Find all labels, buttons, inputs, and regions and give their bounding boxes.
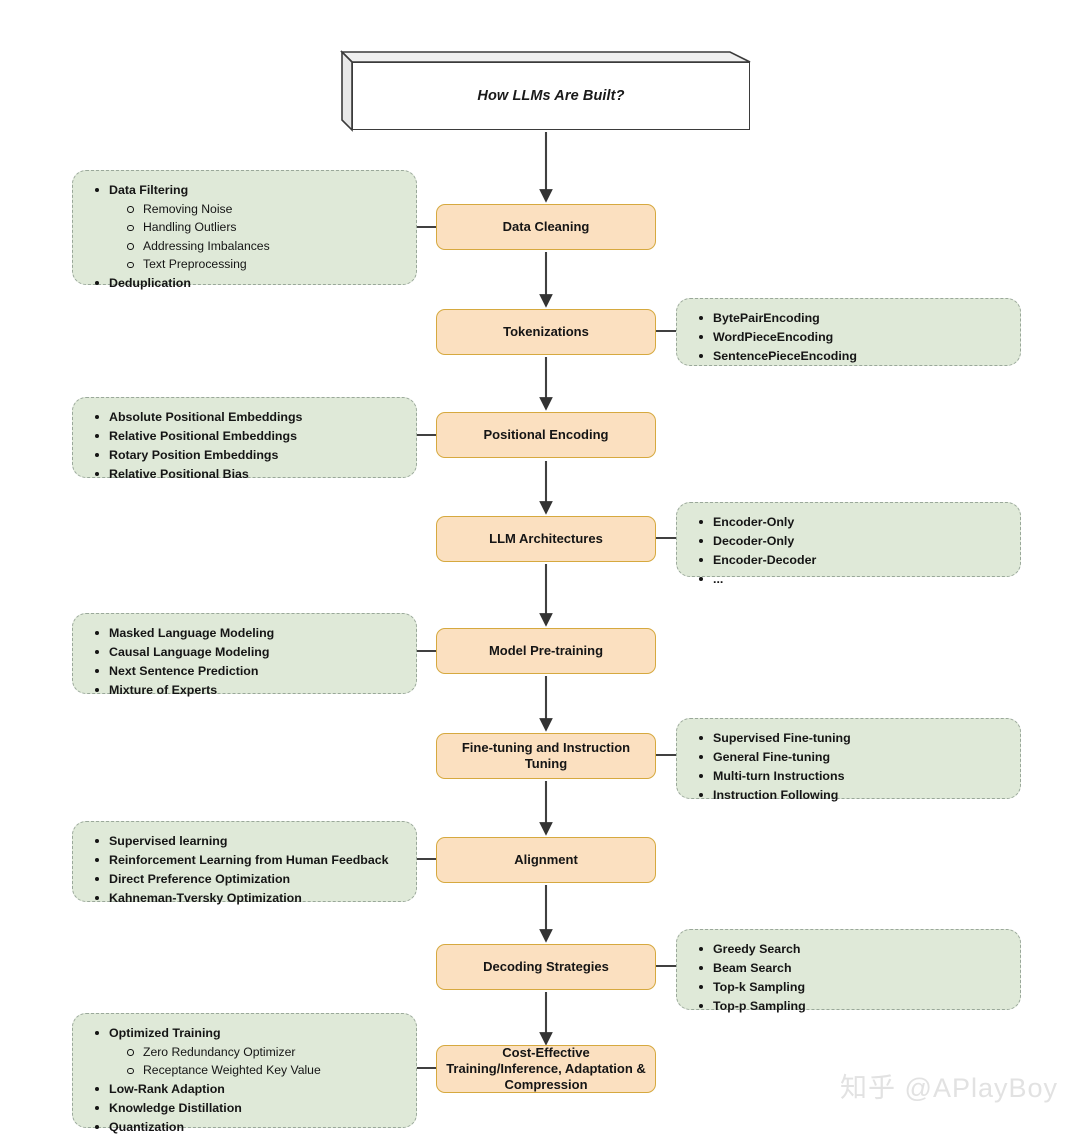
node-model-pre-training[interactable]: Model Pre-training: [436, 628, 656, 674]
title-box-face: How LLMs Are Built?: [352, 62, 750, 130]
note-item: Low-Rank Adaption: [87, 1080, 404, 1099]
note-list: Masked Language Modeling Causal Language…: [87, 624, 404, 699]
note-item: Handling Outliers: [87, 218, 404, 237]
note-item: Instruction Following: [691, 786, 1008, 805]
note-item: Decoder-Only: [691, 532, 1008, 551]
note-decoding-strategies: Greedy Search Beam Search Top-k Sampling…: [676, 929, 1021, 1013]
node-positional-encoding[interactable]: Positional Encoding: [436, 412, 656, 458]
note-item: Causal Language Modeling: [87, 643, 404, 662]
note-item: Mixture of Experts: [87, 681, 404, 700]
note-item: Absolute Positional Embeddings: [87, 408, 404, 427]
note-item: Deduplication: [87, 274, 404, 293]
note-item: Reinforcement Learning from Human Feedba…: [87, 851, 404, 870]
note-item: Rotary Position Embeddings: [87, 446, 404, 465]
note-item: General Fine-tuning: [691, 748, 1008, 767]
note-item: Masked Language Modeling: [87, 624, 404, 643]
node-label: Data Cleaning: [502, 218, 590, 234]
note-item: Supervised Fine-tuning: [691, 729, 1008, 748]
note-item: Multi-turn Instructions: [691, 767, 1008, 786]
node-cost-effective-training[interactable]: Cost-Effective Training/Inference, Adapt…: [436, 1045, 656, 1093]
node-tokenizations[interactable]: Tokenizations: [436, 309, 656, 355]
node-label: Fine-tuning and Instruction Tuning: [461, 739, 631, 771]
note-list: Absolute Positional Embeddings Relative …: [87, 408, 404, 483]
note-llm-architectures: Encoder-Only Decoder-Only Encoder-Decode…: [676, 502, 1021, 586]
note-item: Zero Redundancy Optimizer: [87, 1043, 404, 1062]
node-llm-architectures[interactable]: LLM Architectures: [436, 516, 656, 562]
node-label: Alignment: [514, 851, 578, 867]
note-item: ...: [691, 570, 1008, 589]
note-item: Addressing Imbalances: [87, 237, 404, 256]
note-tokenizations: BytePairEncoding WordPieceEncoding Sente…: [676, 298, 1021, 366]
node-fine-tuning-and-instruction-tuning[interactable]: Fine-tuning and Instruction Tuning: [436, 733, 656, 779]
note-item: Text Preprocessing: [87, 255, 404, 274]
note-item: Encoder-Only: [691, 513, 1008, 532]
note-fine-tuning: Supervised Fine-tuning General Fine-tuni…: [676, 718, 1021, 802]
note-list: Encoder-Only Decoder-Only Encoder-Decode…: [691, 513, 1008, 588]
node-label: Cost-Effective Training/Inference, Adapt…: [446, 1044, 646, 1093]
note-cost-effective: Optimized Training Zero Redundancy Optim…: [72, 1013, 417, 1134]
node-decoding-strategies[interactable]: Decoding Strategies: [436, 944, 656, 990]
node-label: Tokenizations: [503, 323, 589, 339]
diagram-title-box: How LLMs Are Built?: [340, 50, 751, 132]
node-label: Model Pre-training: [488, 642, 604, 658]
note-item: Encoder-Decoder: [691, 551, 1008, 570]
note-list: Supervised learning Reinforcement Learni…: [87, 832, 404, 907]
note-data-cleaning: Data Filtering Removing Noise Handling O…: [72, 170, 417, 290]
note-item: Beam Search: [691, 959, 1008, 978]
note-item: Receptance Weighted Key Value: [87, 1061, 404, 1080]
note-item: Direct Preference Optimization: [87, 870, 404, 889]
note-list: Greedy Search Beam Search Top-k Sampling…: [691, 940, 1008, 1015]
note-item: Supervised learning: [87, 832, 404, 851]
watermark: 知乎 @APlayBoy: [840, 1073, 1058, 1103]
title-box-3d-shape: [340, 50, 751, 132]
note-item: Optimized Training: [87, 1024, 404, 1043]
note-alignment: Supervised learning Reinforcement Learni…: [72, 821, 417, 905]
note-item: Relative Positional Embeddings: [87, 427, 404, 446]
node-data-cleaning[interactable]: Data Cleaning: [436, 204, 656, 250]
note-item: Relative Positional Bias: [87, 465, 404, 484]
node-label: Decoding Strategies: [483, 958, 609, 974]
node-label: LLM Architectures: [489, 530, 603, 546]
node-label: Positional Encoding: [483, 426, 609, 442]
note-item: Greedy Search: [691, 940, 1008, 959]
note-item: WordPieceEncoding: [691, 328, 1008, 347]
note-positional-encoding: Absolute Positional Embeddings Relative …: [72, 397, 417, 481]
note-item: Quantization: [87, 1118, 404, 1137]
note-list: Data Filtering Removing Noise Handling O…: [87, 181, 404, 293]
note-list: Supervised Fine-tuning General Fine-tuni…: [691, 729, 1008, 804]
note-item: Knowledge Distillation: [87, 1099, 404, 1118]
note-item: BytePairEncoding: [691, 309, 1008, 328]
note-list: BytePairEncoding WordPieceEncoding Sente…: [691, 309, 1008, 366]
node-alignment[interactable]: Alignment: [436, 837, 656, 883]
note-list: Optimized Training Zero Redundancy Optim…: [87, 1024, 404, 1136]
note-item: SentencePieceEncoding: [691, 347, 1008, 366]
note-item: Top-p Sampling: [691, 997, 1008, 1016]
page-title: How LLMs Are Built?: [477, 88, 625, 104]
note-item: Next Sentence Prediction: [87, 662, 404, 681]
note-item: Kahneman-Tversky Optimization: [87, 889, 404, 908]
note-item: Removing Noise: [87, 200, 404, 219]
note-item: Data Filtering: [87, 181, 404, 200]
note-item: Top-k Sampling: [691, 978, 1008, 997]
note-model-pre-training: Masked Language Modeling Causal Language…: [72, 613, 417, 697]
